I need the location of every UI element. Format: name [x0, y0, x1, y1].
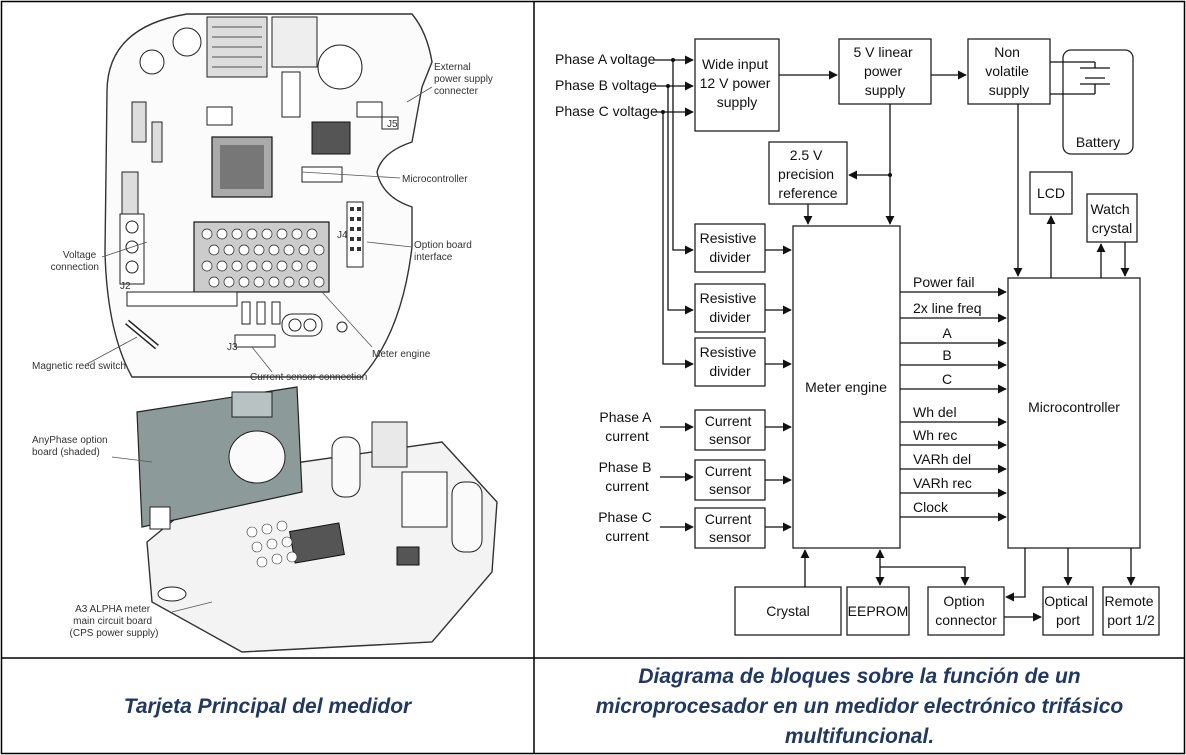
signal-power-fail: Power fail: [913, 274, 974, 290]
signal-wh-del: Wh del: [913, 404, 957, 420]
label-meter-engine: Meter engine: [372, 349, 431, 360]
board-illustration-cell: External power supply connecter J5 Micro…: [2, 2, 533, 657]
signal-2x-line-freq: 2x line freq: [913, 300, 981, 316]
crystal-label: Crystal: [766, 603, 810, 619]
block-battery-label: Battery: [1076, 134, 1120, 150]
signal-varh-rec: VARh rec: [913, 475, 972, 491]
lcd-label: LCD: [1037, 185, 1065, 201]
connector-j2: J2: [120, 281, 131, 292]
label-option-board-interface: Option board interface: [414, 240, 475, 263]
signal-c: C: [942, 371, 952, 387]
meter-engine-label: Meter engine: [805, 379, 887, 395]
label-microcontroller: Microcontroller: [402, 174, 468, 185]
label-magnetic-reed-switch: Magnetic reed switch: [32, 361, 126, 372]
signal-wh-rec: Wh rec: [913, 427, 957, 443]
eeprom-label: EEPROM: [848, 603, 909, 619]
input-phase-b-voltage: Phase B voltage: [555, 77, 657, 93]
microcontroller-label: Microcontroller: [1028, 399, 1120, 415]
signal-clock: Clock: [913, 499, 949, 515]
input-phase-b-current: Phase B current: [599, 459, 656, 494]
connector-j5: J5: [387, 119, 398, 130]
caption-left-text: Tarjeta Principal del medidor: [124, 692, 411, 722]
label-voltage-connection: Voltage connection: [51, 250, 99, 273]
signal-b: B: [942, 347, 951, 363]
option-board-header: [347, 202, 363, 267]
caption-right-text: Diagrama de bloques sobre la función de …: [565, 662, 1154, 752]
caption-left: Tarjeta Principal del medidor: [2, 660, 533, 753]
label-main-circuit-board: A3 ALPHA meter main circuit board (CPS p…: [70, 604, 159, 639]
block-diagram: Phase A voltage Phase B voltage Phase C …: [535, 2, 1184, 657]
block-diagram-cell: Phase A voltage Phase B voltage Phase C …: [535, 2, 1184, 657]
input-phase-c-current: Phase C current: [598, 509, 656, 544]
input-phase-a-voltage: Phase A voltage: [555, 51, 656, 67]
label-current-sensor-connection: Current sensor connection: [250, 372, 367, 383]
input-phase-c-voltage: Phase C voltage: [555, 103, 658, 119]
label-anyphase-option-board: AnyPhase option board (shaded): [32, 435, 110, 458]
connector-j4: J4: [337, 230, 348, 241]
label-external-power: External power supply connecter: [434, 62, 496, 97]
signal-a: A: [942, 325, 952, 341]
caption-right: Diagrama de bloques sobre la función de …: [535, 660, 1184, 753]
main-board-illustration: External power supply connecter J5 Micro…: [2, 2, 533, 657]
connector-j3: J3: [227, 342, 238, 353]
input-phase-a-current: Phase A current: [599, 409, 654, 444]
signal-varh-del: VARh del: [913, 451, 971, 467]
